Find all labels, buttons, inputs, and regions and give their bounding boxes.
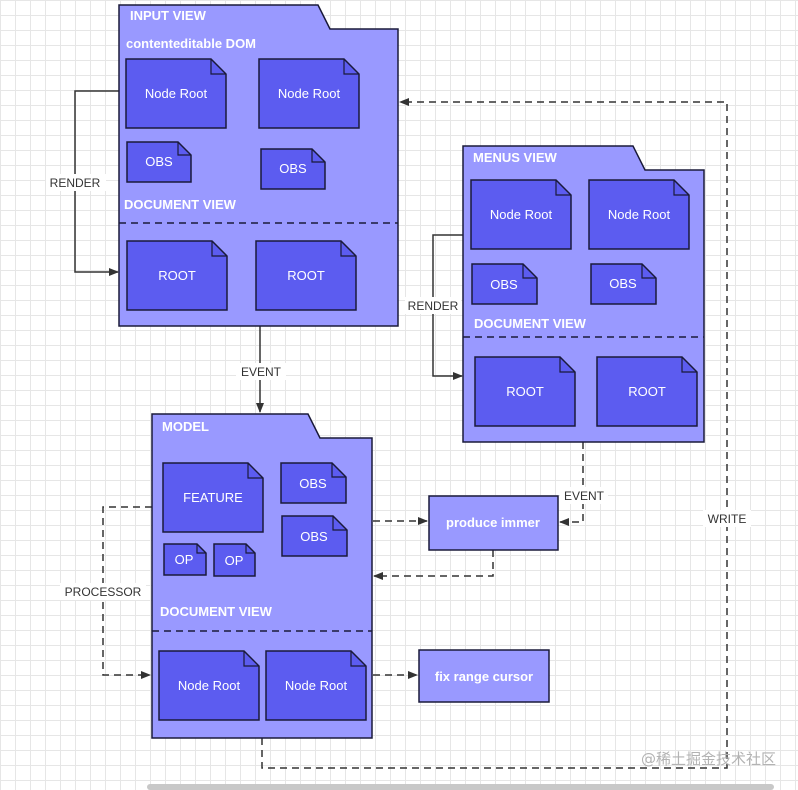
model-op-1[interactable]: OP: [163, 543, 207, 576]
model-feature[interactable]: FEATURE: [162, 462, 264, 533]
input-obs-2[interactable]: OBS: [260, 148, 326, 190]
input-obs-2-label: OBS: [279, 161, 307, 176]
input-view-dom-section: contenteditable DOM: [126, 36, 256, 51]
input-view-doc-section: DOCUMENT VIEW: [124, 197, 237, 212]
input-view-package[interactable]: INPUT VIEW contenteditable DOM Node Root…: [118, 4, 399, 327]
produce-immer-box[interactable]: produce immer: [428, 495, 559, 551]
model-obs-1[interactable]: OBS: [280, 462, 347, 504]
model-node-root-1-label: Node Root: [178, 678, 241, 693]
menus-root-1[interactable]: ROOT: [474, 356, 576, 427]
menus-node-root-2-label: Node Root: [608, 207, 671, 222]
input-obs-1[interactable]: OBS: [126, 141, 192, 183]
input-root-2[interactable]: ROOT: [255, 240, 357, 311]
menus-view-doc-section: DOCUMENT VIEW: [474, 316, 587, 331]
menus-root-1-label: ROOT: [506, 384, 544, 399]
processor-label: PROCESSOR: [65, 585, 142, 599]
input-node-root-1[interactable]: Node Root: [125, 58, 227, 129]
event-menus-immer-edge: [559, 442, 584, 526]
event-input-model-label: EVENT: [241, 365, 282, 379]
event-menus-immer-label: EVENT: [564, 489, 605, 503]
menus-view-title: MENUS VIEW: [473, 150, 558, 165]
immer-to-model-edge: [373, 550, 494, 580]
input-root-2-label: ROOT: [287, 268, 325, 283]
input-node-root-2-label: Node Root: [278, 86, 341, 101]
menus-root-2[interactable]: ROOT: [596, 356, 698, 427]
menus-obs-1[interactable]: OBS: [471, 263, 538, 305]
fix-range-cursor-box[interactable]: fix range cursor: [418, 649, 550, 703]
input-root-1-label: ROOT: [158, 268, 196, 283]
model-node-root-2[interactable]: Node Root: [265, 650, 367, 721]
model-obs-2[interactable]: OBS: [281, 515, 348, 557]
menus-obs-2-label: OBS: [609, 276, 637, 291]
render-input-label: RENDER: [50, 176, 101, 190]
fix-range-cursor-label: fix range cursor: [435, 669, 533, 684]
input-node-root-1-label: Node Root: [145, 86, 208, 101]
write-label: WRITE: [708, 512, 747, 526]
menus-node-root-2[interactable]: Node Root: [588, 179, 690, 250]
menus-obs-2[interactable]: OBS: [590, 263, 657, 305]
model-feature-label: FEATURE: [183, 490, 243, 505]
model-op-1-label: OP: [175, 552, 194, 567]
input-obs-1-label: OBS: [145, 154, 173, 169]
menus-obs-1-label: OBS: [490, 277, 518, 292]
menus-root-2-label: ROOT: [628, 384, 666, 399]
watermark: @稀土掘金技术社区: [641, 750, 776, 768]
model-op-2-label: OP: [225, 553, 244, 568]
menus-node-root-1[interactable]: Node Root: [470, 179, 572, 250]
model-op-2[interactable]: OP: [213, 543, 256, 577]
model-doc-section: DOCUMENT VIEW: [160, 604, 273, 619]
model-package[interactable]: MODEL FEATURE OBS OBS OP OP DOCUMENT VIE…: [151, 413, 373, 739]
model-node-root-1[interactable]: Node Root: [158, 650, 260, 721]
menus-node-root-1-label: Node Root: [490, 207, 553, 222]
model-obs-2-label: OBS: [300, 529, 328, 544]
model-obs-1-label: OBS: [299, 476, 327, 491]
input-view-title: INPUT VIEW: [130, 8, 207, 23]
model-node-root-2-label: Node Root: [285, 678, 348, 693]
menus-view-package[interactable]: MENUS VIEW Node Root Node Root OBS OBS D…: [462, 145, 705, 443]
horizontal-scrollbar[interactable]: [147, 784, 774, 790]
model-title: MODEL: [162, 419, 209, 434]
input-node-root-2[interactable]: Node Root: [258, 58, 360, 129]
input-root-1[interactable]: ROOT: [126, 240, 228, 311]
produce-immer-label: produce immer: [446, 515, 540, 530]
render-menus-label: RENDER: [408, 299, 459, 313]
write-edge: [261, 98, 728, 769]
edges: RENDER RENDER EVENT EVENT PROCESSOR WRIT…: [46, 90, 751, 769]
